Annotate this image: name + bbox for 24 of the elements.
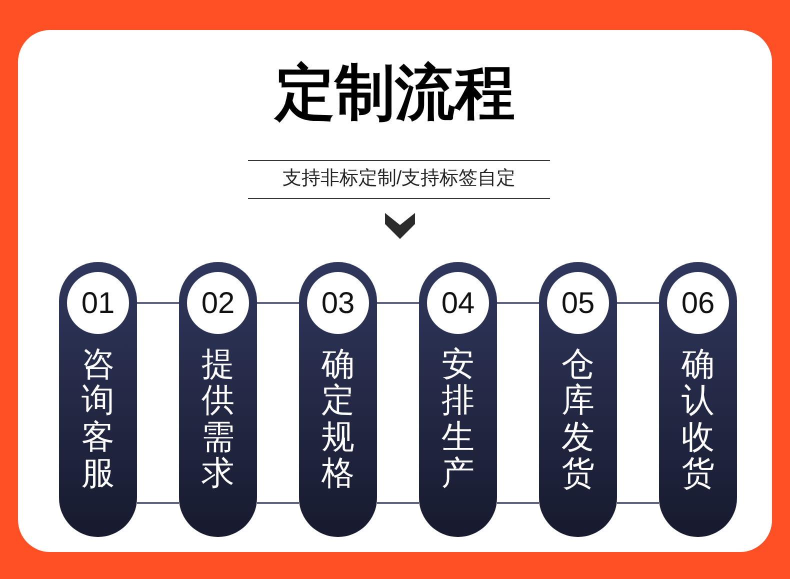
step-label: 咨询客服 — [82, 346, 114, 492]
connector-line — [257, 502, 299, 504]
step-number: 05 — [547, 272, 609, 334]
connector-line — [377, 302, 419, 304]
connector-line — [257, 302, 299, 304]
connector-line — [617, 302, 659, 304]
step-number: 03 — [307, 272, 369, 334]
step-label: 安排生产 — [442, 346, 474, 492]
step-number: 01 — [67, 272, 129, 334]
connector-line — [497, 302, 539, 304]
connector-line — [617, 502, 659, 504]
step-label: 仓库发货 — [562, 346, 594, 492]
connector-line — [377, 502, 419, 504]
connector-line — [137, 302, 179, 304]
connector-line — [137, 502, 179, 504]
step-label: 确定规格 — [322, 346, 354, 492]
step-label: 提供需求 — [202, 346, 234, 492]
subtitle: 支持非标定制/支持标签自定 — [248, 160, 550, 199]
connector-line — [497, 502, 539, 504]
step-number: 02 — [187, 272, 249, 334]
step-number: 06 — [667, 272, 729, 334]
step-number: 04 — [427, 272, 489, 334]
step-label: 确认收货 — [682, 346, 714, 492]
title: 定制流程 — [272, 58, 516, 128]
